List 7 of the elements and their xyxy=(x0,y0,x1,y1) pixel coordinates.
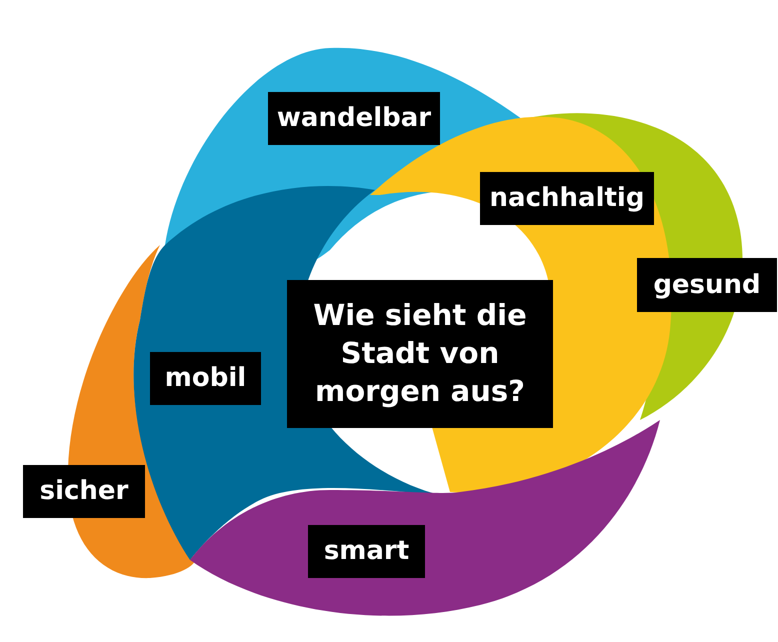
keyword-label: smart xyxy=(308,525,425,578)
question-label: Wie sieht die Stadt von morgen aus? xyxy=(287,280,553,428)
keyword-label: sicher xyxy=(23,465,145,518)
keyword-label: gesund xyxy=(637,258,777,312)
keyword-label: wandelbar xyxy=(268,92,440,145)
keyword-label: mobil xyxy=(150,352,261,405)
keyword-label: nachhaltig xyxy=(480,172,654,225)
